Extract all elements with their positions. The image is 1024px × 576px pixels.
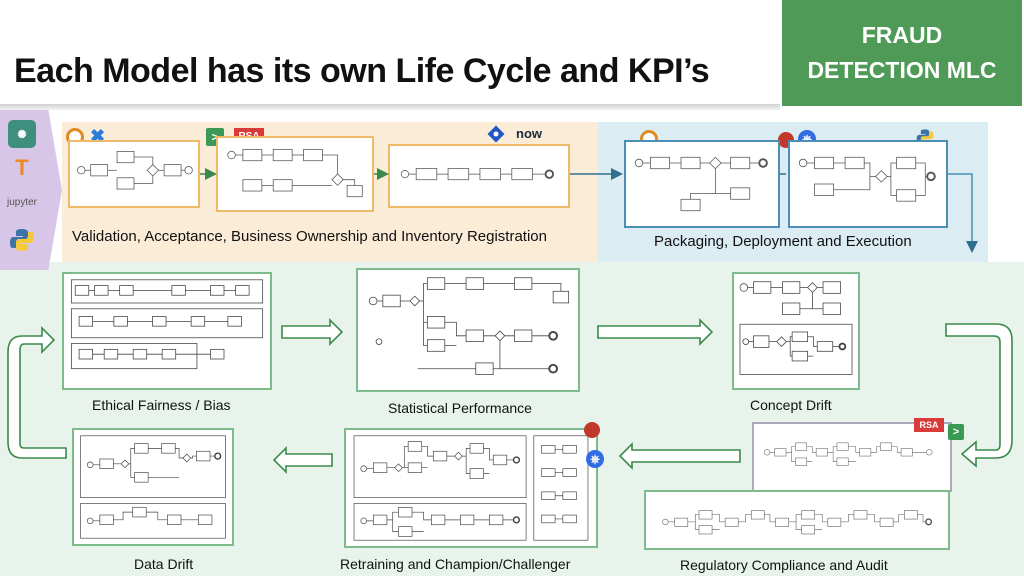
jira-icon (486, 124, 506, 144)
regulatory-diagram-2 (644, 490, 950, 550)
stage-label-concept-drift: Concept Drift (750, 397, 832, 413)
title-underline (0, 104, 780, 110)
python-icon (8, 226, 36, 254)
validation-process-diagram-2 (216, 136, 374, 212)
stage-label-retraining: Retraining and Champion/Challenger (340, 556, 571, 572)
stage-label-validation: Validation, Acceptance, Business Ownersh… (72, 228, 547, 245)
openai-icon: ✺ (8, 120, 36, 148)
badge-line-1: FRAUD (861, 22, 943, 48)
validation-process-diagram-3 (388, 144, 570, 208)
tools-strip: ✺ T jupyter (0, 110, 62, 270)
retraining-champion-diagram (344, 428, 598, 548)
rsa-logo-2: RSA (914, 418, 944, 432)
regulatory-diagram-1 (752, 422, 952, 492)
terminal-icon-2: > (948, 424, 964, 440)
packaging-process-diagram-1 (624, 140, 780, 228)
data-drift-diagram (72, 428, 234, 546)
statistical-performance-diagram (356, 268, 580, 392)
jupyter-icon: jupyter (6, 196, 37, 208)
tensorflow-icon: T (15, 155, 29, 180)
stage-label-ethical: Ethical Fairness / Bias (92, 397, 231, 413)
servicenow-logo: now (516, 126, 542, 141)
stage-label-statistical: Statistical Performance (388, 400, 532, 416)
packaging-process-diagram-2 (788, 140, 948, 228)
fraud-detection-badge: FRAUD DETECTION MLC (782, 0, 1022, 106)
kubernetes-icon-2: ⎈ (586, 450, 604, 468)
jenkins-icon-2 (584, 422, 600, 438)
ethical-fairness-diagram (62, 272, 272, 390)
stage-label-packaging: Packaging, Deployment and Execution (654, 233, 912, 250)
stage-label-data-drift: Data Drift (134, 556, 194, 572)
stage-label-regulatory: Regulatory Compliance and Audit (680, 557, 888, 573)
page-title: Each Model has its own Life Cycle and KP… (14, 52, 710, 90)
concept-drift-diagram (732, 272, 860, 390)
validation-process-diagram-1 (68, 140, 200, 208)
badge-line-2: DETECTION MLC (807, 57, 997, 83)
